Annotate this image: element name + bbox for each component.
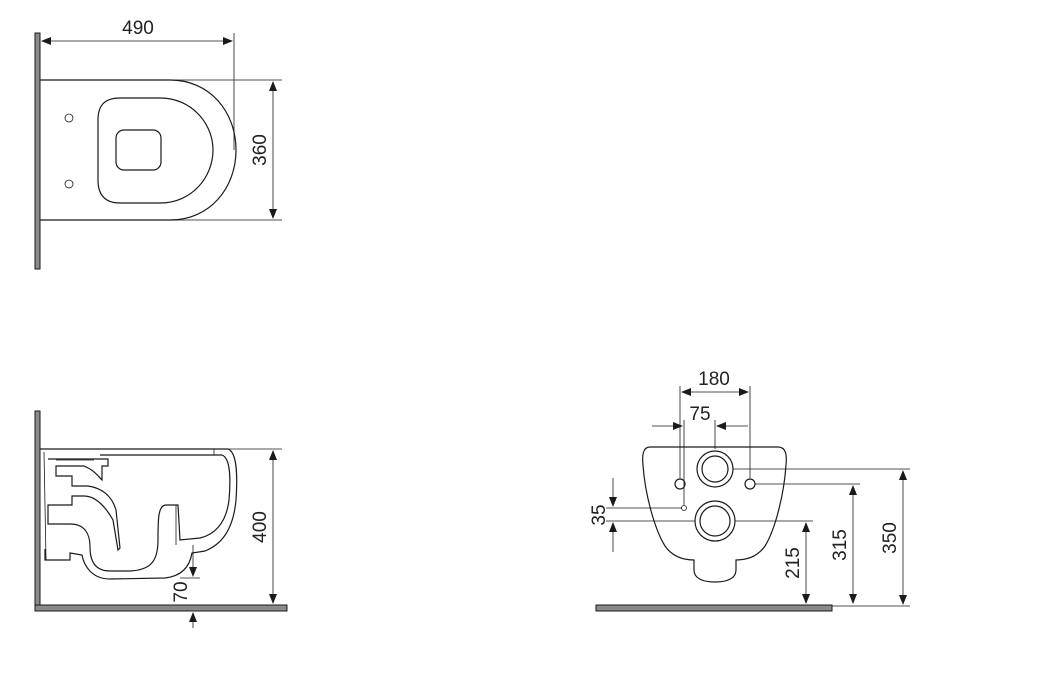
dim-label-70: 70 — [171, 581, 192, 602]
dim-label-350: 350 — [880, 522, 901, 554]
side-view: 400 70 — [34, 410, 288, 628]
front-view: 180 75 35 215 315 350 — [589, 369, 910, 612]
front-view-outlet-inner — [699, 505, 731, 537]
dim-label-360: 360 — [250, 134, 271, 166]
dim-label-75: 75 — [689, 404, 710, 425]
dim-label-180: 180 — [698, 369, 730, 390]
side-view-bowl-inner — [47, 454, 231, 572]
front-view-small-hole — [681, 505, 687, 511]
front-view-bolt-right — [744, 478, 756, 490]
top-view-inner-opening — [115, 129, 162, 171]
front-view-body-outline — [642, 446, 787, 583]
front-view-inlet-inner — [701, 455, 729, 483]
dim-label-315: 315 — [830, 529, 851, 561]
front-view-floor — [595, 604, 833, 612]
front-view-outlet-outer — [694, 500, 736, 542]
top-view-wall — [34, 32, 41, 270]
side-view-floor — [34, 604, 288, 612]
side-view-wall — [34, 410, 41, 608]
side-view-body-outline — [40, 448, 238, 580]
dim-label-400: 400 — [250, 511, 271, 543]
top-view: 490 360 — [34, 18, 282, 270]
dim-label-490: 490 — [122, 18, 154, 39]
front-view-bolt-left — [674, 478, 686, 490]
top-view-bowl-outline — [40, 79, 237, 221]
top-view-bolt-hole-lower — [64, 179, 74, 189]
top-view-seat-rim — [97, 97, 214, 204]
dim-label-35: 35 — [589, 504, 610, 525]
top-view-bolt-hole-upper — [64, 113, 74, 123]
dim-label-215: 215 — [783, 547, 804, 579]
